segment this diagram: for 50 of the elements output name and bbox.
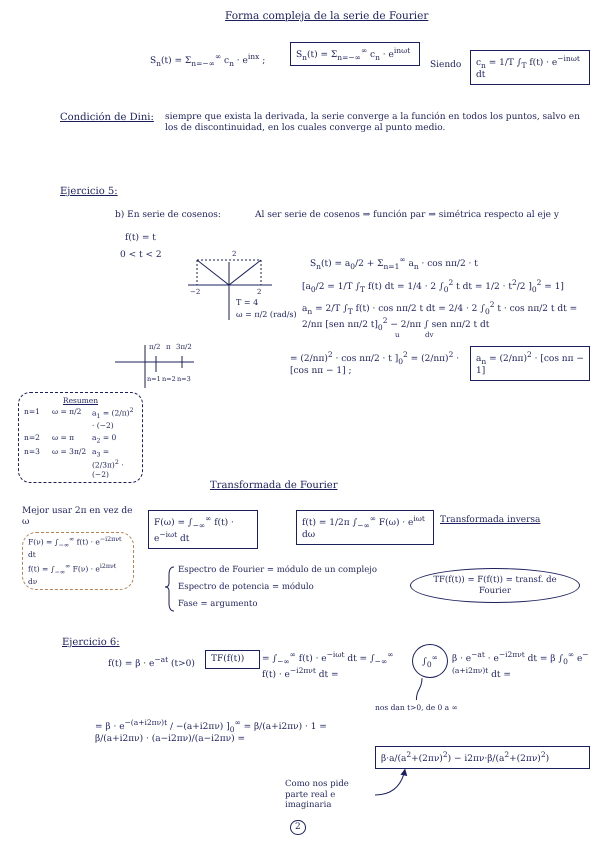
formula: a$_{n}$ = (2/nπ)$^{2}$ · [cos nπ − 1] xyxy=(476,350,584,378)
formula: S$_{n}$(t) = Σ$_{n=−∞}$$^{∞}$ c$_{n}$ · e$^{inωt}$ xyxy=(296,46,412,62)
arrow xyxy=(374,768,407,796)
formula: β · e$^{−at}$ · e$^{−i2πνt}$ dt = β ∫$_{0}$$^{∞}$ e$^{−}$$^{(a+i2πν)t}$ dt = xyxy=(452,650,590,682)
formula: f(t) = 1/2π ∫$_{−∞}$$^{∞}$ F(ω) · e$^{iωt}$ dω xyxy=(302,514,426,542)
formula: S$_{n}$(t) = a$_{0}$/2 + Σ$_{n=1}$$^{∞}$ a$_{n}$ · cos nπ/2 · t xyxy=(310,255,479,272)
formula-box xyxy=(290,42,420,66)
formula: T = 4 xyxy=(236,298,258,308)
summary-box xyxy=(18,392,143,484)
formula: f(t) = β · e$^{−at}$ (t>0) xyxy=(108,655,196,670)
formula: f(t) = t xyxy=(125,233,156,244)
formula: ω = π/2 (rad/s) xyxy=(236,310,297,320)
heading: Transformada inversa xyxy=(440,515,540,526)
paragraph: siempre que exista la derivada, la serie converge a la función en todos los puntos, salvo en los de discontinuidad, en los cuales converge al punto medio. xyxy=(165,112,581,134)
heading: Condición de Dini: xyxy=(60,112,155,124)
formula-oval xyxy=(410,568,580,604)
formula: β·a/(a$^{2}$+(2πν)$^{2}$) − i2πν·β/(a$^{2}$+(2πν)$^{2}$) xyxy=(381,750,550,766)
formula: a$_{n}$ = 2/T ∫$_{T}$ f(t) · cos nπ/2 t dt = 2/4 · 2 ∫$_{0}$$^{2}$ t · cos nπ/2 t dt = 2/nπ [sen nπ/2 t]$_{0}$$^{2}$ − 2/nπ ∫ sen nπ/2 t dt xyxy=(302,300,578,332)
page-title: Forma compleja de la serie de Fourier xyxy=(225,10,428,24)
heading: Ejercicio 5: xyxy=(60,186,118,198)
formula: = (2/nπ)$^{2}$ · cos nπ/2 · t ]$_{0}$$^{2}$ = (2/nπ)$^{2}$ · [cos nπ − 1] ; xyxy=(290,350,460,378)
formula-box xyxy=(205,650,260,670)
formula: 0 < t < 2 xyxy=(120,250,162,262)
text: Siendo xyxy=(430,60,462,72)
formula: = β · e$^{−(a+i2πν)t}$ / −(a+i2πν) ]$_{0}$$^{∞}$ = β/(a+i2πν) · 1 = β/(a+i2πν) · (a−i2πν)/(a−i2πν) = xyxy=(95,718,328,746)
formula: c$_{n}$ = 1/T ∫$_{T}$ f(t) · e$^{−inωt}$ dt xyxy=(476,54,581,82)
formula: 2 xyxy=(295,822,301,834)
text: Fase = argumento xyxy=(178,599,258,610)
formula: TF(f(t)) xyxy=(211,654,246,666)
text: b) En serie de cosenos: xyxy=(115,210,222,222)
circled-integral xyxy=(412,644,448,678)
formula: S$_{n}$(t) = Σ$_{n=−∞}$$^{∞}$ c$_{n}$ · e$^{inx}$ ; xyxy=(150,52,266,68)
result-box xyxy=(375,746,590,770)
result-box xyxy=(470,346,590,382)
formula-box xyxy=(148,510,258,550)
formula: TF(f(t)) = F(f(t)) = transf. de Fourier xyxy=(432,575,558,596)
formula: Como nos pide parte real e imaginaria xyxy=(285,779,350,811)
formula: [a$_{0}$/2 = 1/T ∫$_{T}$ f(t) dt = 1/4 · 2 ∫$_{0}$$^{2}$ t dt = 1/2 · t$^{2}$/2 ]$_{0}$$^{2}$ = 1] xyxy=(302,278,565,294)
formula: F(ω) = ∫$_{−∞}$$^{∞}$ f(t) · e$^{−iωt}$ dt xyxy=(154,514,235,546)
text: Espectro de potencia = módulo xyxy=(178,582,314,593)
formula-box xyxy=(296,510,434,546)
text: Espectro de Fourier = módulo de un complejo xyxy=(178,565,378,576)
text: Al ser serie de cosenos ⇒ función par ⇒ simétrica respecto al eje y xyxy=(255,210,560,222)
heading: Ejercicio 6: xyxy=(62,637,120,650)
text: Mejor usar 2π en vez de ω xyxy=(22,506,134,528)
formula-box xyxy=(470,50,590,86)
heading: Transformada de Fourier xyxy=(210,480,338,492)
page-number xyxy=(290,820,306,836)
formula-box xyxy=(22,532,134,590)
leader-line xyxy=(416,678,422,700)
